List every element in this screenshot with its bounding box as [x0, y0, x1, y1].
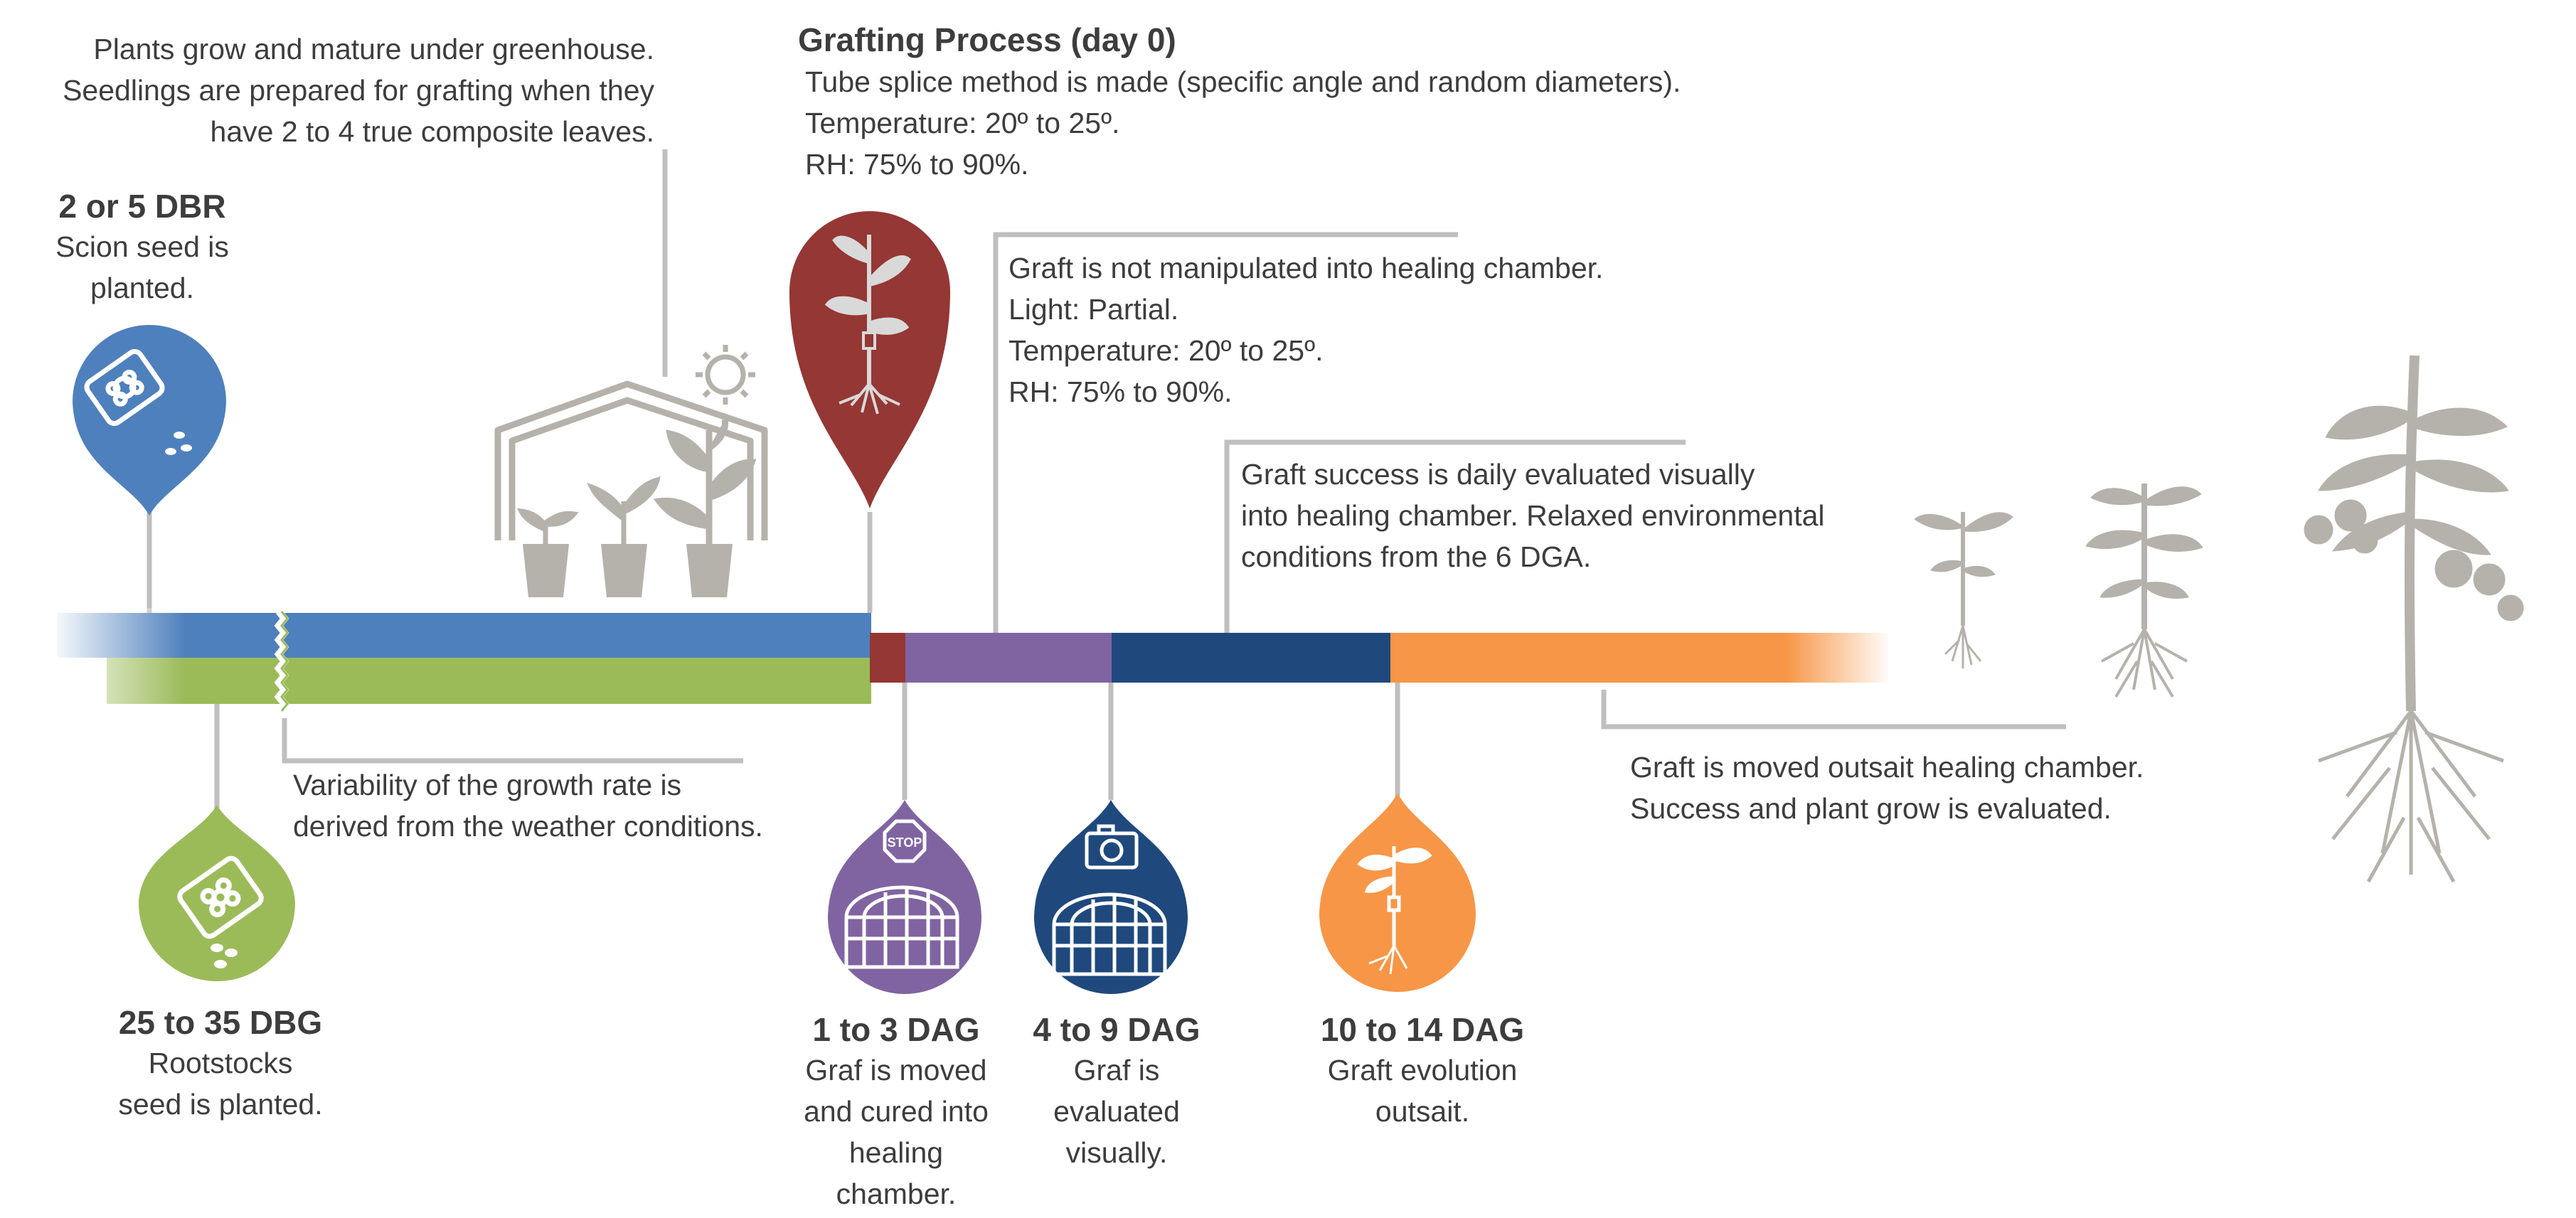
dag-10-14-line: outsait. — [1375, 1095, 1470, 1128]
seedling-pots — [516, 419, 757, 597]
dag-10-14-title: 10 to 14 DAG — [1320, 1011, 1525, 1048]
dag-4-9-line: visually. — [1065, 1136, 1168, 1169]
evaluation-note-line: conditions from the 6 DGA. — [1241, 540, 1592, 573]
greenhouse-icon — [494, 380, 768, 540]
outside-pin — [1319, 793, 1476, 992]
rootstock-milestone-line: seed is planted. — [118, 1088, 323, 1121]
seed-packet-icon — [84, 348, 165, 427]
greenhouse-note: Plants grow and mature under greenhouse.… — [14, 28, 654, 152]
outside-note: Graft is moved outsait healing chamber. … — [1630, 747, 2144, 829]
outside-note-line: Success and plant grow is evaluated. — [1630, 792, 2112, 825]
rootstock-milestone: 25 to 35 DBG Rootstocks seed is planted. — [100, 1003, 341, 1125]
outside-note-line: Graft is moved outsait healing chamber. — [1630, 751, 2144, 784]
greenhouse-note-line: Seedlings are prepared for grafting when… — [63, 74, 654, 107]
scion-milestone: 2 or 5 DBR Scion seed is planted. — [36, 186, 249, 309]
variability-note: Variability of the growth rate is derive… — [293, 764, 763, 847]
evaluation-note-line: Graft success is daily evaluated visuall… — [1241, 458, 1755, 491]
chamber-note-line: Light: Partial. — [1008, 293, 1179, 326]
scion-growth-bar — [57, 613, 871, 658]
tomato-plant-icon — [2304, 355, 2524, 883]
grafting-note-line: Tube splice method is made (specific ang… — [805, 65, 1681, 98]
connector-lines — [147, 149, 2066, 818]
camera-icon — [1085, 824, 1139, 870]
variability-note-line: derived from the weather conditions. — [293, 810, 763, 843]
healing-chamber-icon — [1052, 892, 1167, 976]
grafting-pin — [789, 211, 950, 508]
dag-1-3-line: healing — [848, 1136, 944, 1169]
grafting-process: Grafting Process (day 0) Tube splice met… — [798, 20, 1681, 185]
chamber-note-line: Temperature: 20º to 25º. — [1008, 334, 1324, 367]
chamber-note-line: Graft is not manipulated into healing ch… — [1008, 252, 1604, 284]
dag-10-14-milestone: 10 to 14 DAG Graft evolution outsait. — [1287, 1010, 1558, 1132]
grafting-title: Grafting Process (day 0) — [798, 21, 1176, 58]
rootstock-milestone-line: Rootstocks — [148, 1047, 293, 1079]
dag-1-3-title: 1 to 3 DAG — [812, 1011, 980, 1048]
rootstock-pin — [139, 805, 295, 981]
greenhouse-note-line: have 2 to 4 true composite leaves. — [210, 115, 654, 148]
healing-chamber-pin: STOP — [828, 800, 981, 994]
dag-10-14-line: Graft evolution — [1327, 1054, 1518, 1086]
grafting-note-line: Temperature: 20º to 25º. — [805, 107, 1120, 139]
healing-chamber-icon — [844, 885, 959, 969]
rootstock-growth-bar — [107, 658, 871, 704]
seed-packet-green-icon — [177, 855, 264, 939]
evaluation-pin — [1034, 800, 1188, 994]
scion-milestone-line: planted. — [90, 272, 194, 304]
grafting-day-bar — [870, 633, 905, 683]
stop-sign-icon — [883, 819, 927, 863]
dag-4-9-line: evaluated — [1053, 1095, 1180, 1128]
scion-milestone-line: Scion seed is — [55, 230, 229, 263]
healing-chamber-bar — [905, 633, 1112, 683]
dag-4-9-line: Graf is — [1073, 1054, 1160, 1086]
stop-label: STOP — [888, 835, 922, 850]
scale-break-icon — [274, 609, 289, 714]
evaluation-note: Graft success is daily evaluated visuall… — [1241, 454, 1825, 577]
timeline-bars — [50, 608, 1892, 714]
dag-4-9-milestone: 4 to 9 DAG Graf is evaluated visually. — [1010, 1010, 1223, 1173]
medium-plant-icon — [2085, 484, 2203, 698]
scion-milestone-title: 2 or 5 DBR — [58, 188, 226, 225]
dag-4-9-title: 4 to 9 DAG — [1033, 1011, 1201, 1048]
sun-icon — [696, 345, 755, 405]
variability-note-line: Variability of the growth rate is — [293, 769, 682, 801]
dag-1-3-line: Graf is moved — [805, 1054, 987, 1086]
evaluation-bar — [1112, 633, 1390, 683]
chamber-note-line: RH: 75% to 90%. — [1008, 375, 1233, 408]
dag-1-3-line: and cured into — [804, 1095, 989, 1128]
scion-pin — [73, 325, 226, 515]
grafted-seedling-icon — [824, 235, 911, 415]
rootstock-milestone-title: 25 to 35 DBG — [118, 1004, 323, 1041]
dag-1-3-line: chamber. — [836, 1177, 957, 1210]
small-plant-icon — [1357, 846, 1432, 975]
chamber-note: Graft is not manipulated into healing ch… — [1008, 247, 1603, 412]
evaluation-note-line: into healing chamber. Relaxed environmen… — [1241, 499, 1825, 532]
dag-1-3-milestone: 1 to 3 DAG Graf is moved and cured into … — [789, 1010, 1003, 1214]
grafting-note-line: RH: 75% to 90%. — [805, 148, 1029, 181]
small-plant-icon — [1914, 512, 2013, 668]
greenhouse-note-line: Plants grow and mature under greenhouse. — [93, 33, 654, 65]
